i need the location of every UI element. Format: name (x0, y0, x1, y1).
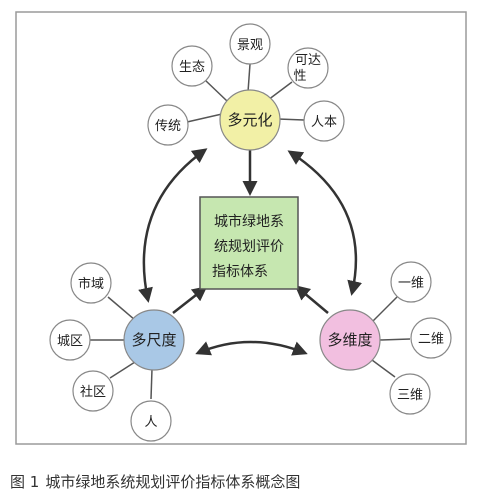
satellite-sanwei: 三维 (389, 373, 431, 415)
curve-arrow-right (287, 150, 362, 296)
satellite-label: 城区 (57, 334, 83, 349)
satellite-shequ: 社区 (72, 370, 114, 412)
satellite-chuantong: 传统 (147, 104, 189, 146)
left-spokes (90, 296, 153, 400)
satellite-label: 三维 (397, 388, 423, 403)
diagram-frame (15, 11, 467, 445)
figure-caption: 图 1 城市绿地系统规划评价指标体系概念图 (10, 471, 306, 492)
satellite-shengtai: 生态 (171, 45, 213, 87)
figure-title: 城市绿地系统规划评价指标体系概念图 (45, 473, 301, 491)
hub-left: 多尺度 (123, 309, 185, 371)
hub-top-label: 多元化 (227, 111, 272, 129)
satellite-label-line1: 可达 (295, 53, 321, 68)
curve-arrow-bottom (195, 340, 308, 356)
center-box-line-2: 统规划评价 (214, 239, 284, 255)
center-box-line-3: 指标体系 (212, 264, 268, 280)
satellite-label: 社区 (80, 384, 106, 400)
hub-top: 多元化 (219, 89, 281, 151)
center-box: 城市绿地系 统规划评价 指标体系 (199, 196, 299, 290)
satellite-ren: 人 (130, 400, 172, 442)
satellite-label: 市域 (78, 276, 104, 292)
satellite-label-line2: 性 (293, 69, 306, 84)
satellite-shiyu: 市域 (70, 262, 112, 304)
satellite-yiwei: 一维 (390, 261, 432, 303)
satellite-label: 人 (144, 415, 157, 430)
satellite-label: 人本 (311, 115, 337, 130)
satellite-label: 二维 (418, 332, 444, 347)
arrow-right-to-box (294, 285, 329, 314)
satellite-label: 景观 (237, 38, 263, 53)
figure-number: 图 1 (10, 473, 40, 491)
arrow-left-to-box (172, 286, 208, 314)
satellite-renben: 人本 (303, 100, 345, 142)
satellite-label: 一维 (398, 276, 424, 291)
satellite-chengqu: 城区 (49, 319, 91, 361)
hub-left-label: 多尺度 (131, 331, 176, 349)
satellite-erwei: 二维 (410, 317, 452, 359)
satellite-jingguan: 景观 (229, 23, 271, 65)
hub-right: 多维度 (319, 309, 381, 371)
center-box-line-1: 城市绿地系 (214, 213, 284, 230)
satellite-kedaxing: 可达 性 (287, 47, 329, 89)
hub-right-label: 多维度 (327, 331, 372, 349)
right-spokes (371, 296, 411, 378)
curve-arrow-left (138, 148, 208, 303)
satellite-label: 传统 (155, 119, 181, 134)
satellite-label: 生态 (179, 60, 205, 75)
top-spokes (186, 63, 305, 123)
